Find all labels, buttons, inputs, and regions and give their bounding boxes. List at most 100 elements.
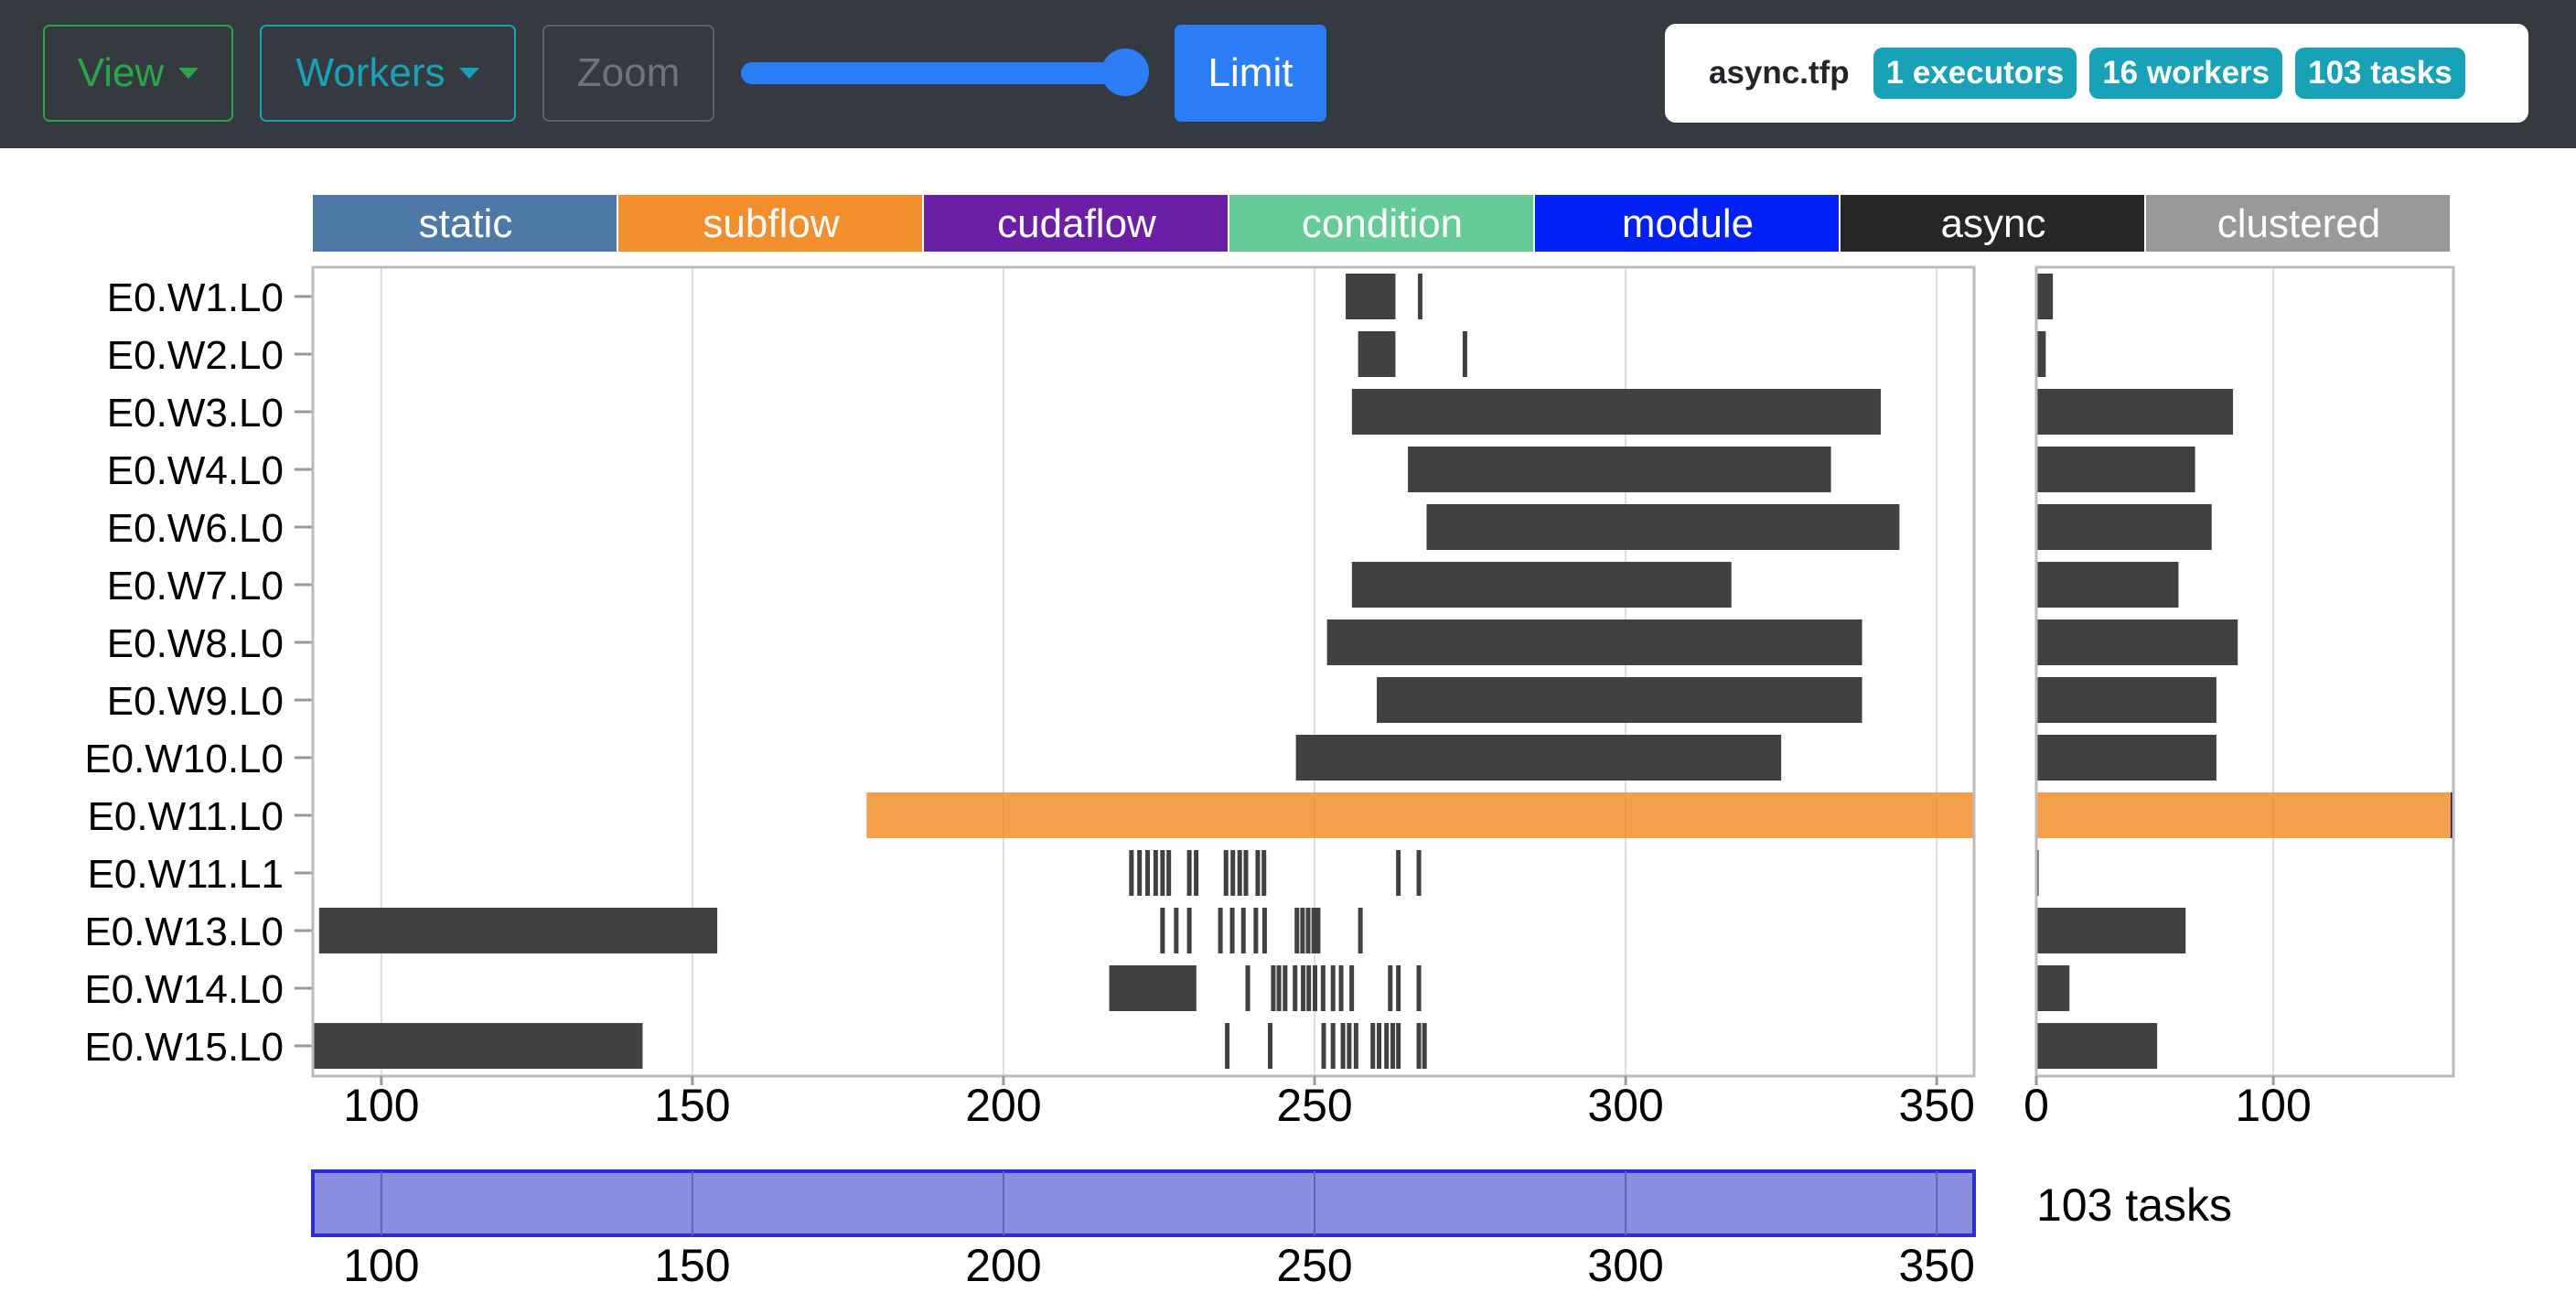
task-bar-async[interactable] [1384, 1023, 1390, 1069]
view-dropdown-button[interactable]: View [43, 25, 233, 122]
legend-label-cudaflow[interactable]: cudaflow [997, 201, 1156, 246]
task-bar-async[interactable] [1396, 965, 1401, 1011]
worker-label[interactable]: E0.W3.L0 [107, 391, 284, 436]
worker-load-bar[interactable] [2036, 965, 2070, 1011]
worker-label[interactable]: E0.W14.L0 [84, 967, 284, 1012]
task-bar-async[interactable] [1300, 908, 1305, 953]
legend-swatch-static[interactable] [313, 195, 617, 252]
worker-load-bar[interactable] [2036, 447, 2195, 492]
task-bar-async[interactable] [1261, 850, 1267, 896]
task-bar-async[interactable] [1166, 850, 1172, 896]
task-bar-async[interactable] [1426, 504, 1900, 550]
worker-label[interactable]: E0.W15.L0 [84, 1025, 284, 1070]
task-bar-async[interactable] [1349, 965, 1355, 1011]
worker-label[interactable]: E0.W2.L0 [107, 333, 284, 378]
task-bar-async[interactable] [1462, 331, 1467, 377]
worker-load-bar[interactable] [2036, 792, 2453, 838]
task-bar-async[interactable] [1311, 908, 1316, 953]
task-bar-async[interactable] [1230, 850, 1236, 896]
task-bar-async[interactable] [1301, 965, 1306, 1011]
task-bar-async[interactable] [1306, 965, 1312, 1011]
task-bar-async[interactable] [1255, 850, 1261, 896]
legend-label-static[interactable]: static [419, 201, 513, 246]
worker-label[interactable]: E0.W11.L0 [88, 794, 284, 839]
worker-label[interactable]: E0.W10.L0 [84, 737, 284, 781]
limit-slider-thumb[interactable] [1101, 48, 1149, 96]
task-bar-async[interactable] [1390, 1023, 1396, 1069]
limit-slider-track[interactable] [741, 62, 1143, 84]
task-bar-async[interactable] [1313, 965, 1318, 1011]
legend-label-async[interactable]: async [1941, 201, 2046, 246]
task-bar-async[interactable] [1330, 965, 1336, 1011]
task-bar-async[interactable] [1268, 1023, 1273, 1069]
task-bar-async[interactable] [1129, 850, 1134, 896]
worker-load-bar[interactable] [2036, 1023, 2158, 1069]
task-bar-subflow[interactable] [866, 792, 1975, 838]
worker-load-bar[interactable] [2036, 331, 2046, 377]
task-bar-async[interactable] [1417, 274, 1422, 319]
task-bar-async[interactable] [1388, 965, 1393, 1011]
worker-label[interactable]: E0.W13.L0 [84, 910, 284, 954]
task-bar-async[interactable] [1225, 1023, 1230, 1069]
task-bar-async[interactable] [1229, 908, 1235, 953]
task-bar-async[interactable] [1320, 965, 1326, 1011]
worker-label[interactable]: E0.W7.L0 [107, 564, 284, 608]
worker-label[interactable]: E0.W6.L0 [107, 506, 284, 551]
task-bar-async[interactable] [1243, 850, 1249, 896]
worker-label[interactable]: E0.W8.L0 [107, 621, 284, 666]
task-bar-async[interactable] [1283, 965, 1288, 1011]
task-bar-async[interactable] [1338, 965, 1344, 1011]
task-bar-async[interactable] [1240, 908, 1246, 953]
legend-label-clustered[interactable]: clustered [2217, 201, 2381, 246]
task-bar-async[interactable] [1340, 1023, 1346, 1069]
task-bar-async[interactable] [1160, 850, 1165, 896]
task-bar-async[interactable] [1416, 850, 1422, 896]
worker-load-bar[interactable] [2036, 504, 2212, 550]
task-bar-async[interactable] [1396, 850, 1401, 896]
worker-load-bar[interactable] [2036, 562, 2179, 608]
task-bar-async[interactable] [1186, 908, 1192, 953]
workers-dropdown-button[interactable]: Workers [260, 25, 516, 122]
task-bar-async[interactable] [1245, 965, 1250, 1011]
task-bar-async[interactable] [1377, 677, 1862, 723]
worker-load-bar[interactable] [2036, 735, 2216, 781]
worker-load-bar[interactable] [2036, 619, 2238, 665]
task-bar-async[interactable] [1370, 1023, 1376, 1069]
task-bar-async[interactable] [318, 908, 718, 953]
task-bar-async[interactable] [1237, 850, 1242, 896]
task-bar-async[interactable] [1346, 274, 1396, 319]
task-bar-async[interactable] [1194, 850, 1199, 896]
task-bar-async[interactable] [1321, 1023, 1326, 1069]
task-bar-async[interactable] [1153, 850, 1158, 896]
task-bar-async[interactable] [1416, 965, 1422, 1011]
task-bar-async[interactable] [1326, 619, 1862, 665]
task-bar-async[interactable] [1276, 965, 1282, 1011]
task-bar-async[interactable] [1293, 965, 1298, 1011]
worker-label[interactable]: E0.W1.L0 [107, 275, 284, 320]
task-bar-async[interactable] [1174, 908, 1179, 953]
zoom-button[interactable]: Zoom [542, 25, 714, 122]
task-bar-async[interactable] [1145, 850, 1151, 896]
task-bar-async[interactable] [1377, 1023, 1382, 1069]
legend-swatch-subflow[interactable] [618, 195, 922, 252]
legend-label-module[interactable]: module [1622, 201, 1754, 246]
task-bar-async[interactable] [1261, 908, 1267, 953]
task-bar-async[interactable] [1358, 908, 1363, 953]
task-bar-async[interactable] [1109, 965, 1197, 1011]
legend-swatch-cudaflow[interactable] [924, 195, 1228, 252]
task-bar-async[interactable] [1218, 908, 1223, 953]
task-bar-async[interactable] [1353, 1023, 1358, 1069]
task-bar-async[interactable] [1271, 965, 1276, 1011]
task-bar-async[interactable] [1351, 562, 1732, 608]
task-bar-async[interactable] [1351, 389, 1881, 435]
task-bar-async[interactable] [1408, 447, 1831, 492]
task-bar-async[interactable] [1358, 331, 1396, 377]
task-bar-async[interactable] [1347, 1023, 1352, 1069]
worker-load-bar[interactable] [2036, 908, 2186, 953]
overview-brush-selection[interactable] [311, 1169, 1976, 1237]
worker-load-bar[interactable] [2036, 389, 2234, 435]
legend-swatch-condition[interactable] [1229, 195, 1533, 252]
worker-load-bar[interactable] [2036, 274, 2054, 319]
task-bar-async[interactable] [1315, 908, 1321, 953]
legend-swatch-clustered[interactable] [2146, 195, 2450, 252]
